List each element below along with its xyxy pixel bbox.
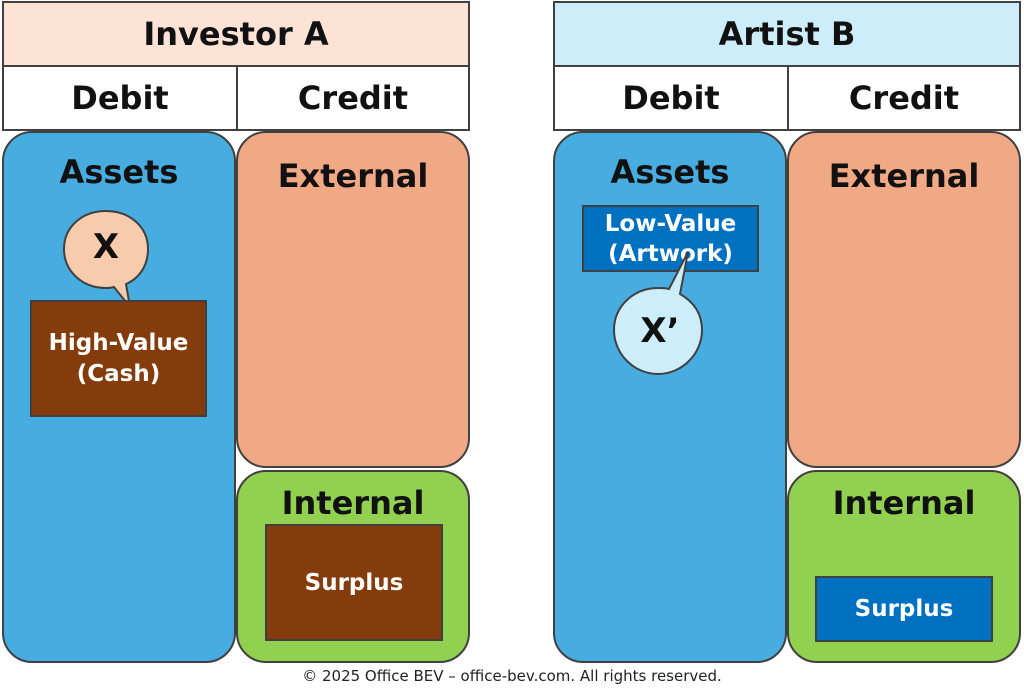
investor-a-internal-label: Internal	[281, 484, 425, 522]
investor-a-title: Investor A	[2, 1, 470, 67]
artist-b-external-box: External	[787, 131, 1021, 468]
investor-a-assets-label: Assets	[59, 153, 179, 191]
investor-a-debit-header: Debit	[2, 65, 238, 131]
high-value-line2: (Cash)	[76, 360, 161, 387]
investor-a-surplus: Surplus	[265, 524, 443, 641]
artist-b-assets-label: Assets	[610, 153, 730, 191]
low-value-line2: (Artwork)	[608, 240, 733, 267]
investor-a-credit-header: Credit	[236, 65, 470, 131]
investor-a-external-box: External	[236, 131, 470, 468]
artist-b-x-prime-label: X’	[640, 311, 680, 351]
artist-b-external-label: External	[828, 157, 980, 195]
artist-b-low-value-artwork: Low-Value (Artwork)	[582, 205, 759, 272]
artist-b-title: Artist B	[553, 1, 1021, 67]
artist-b-surplus: Surplus	[815, 576, 993, 642]
investor-a-external-label: External	[277, 157, 429, 195]
artist-b-internal-label: Internal	[832, 484, 976, 522]
investor-a-high-value-cash: High-Value (Cash)	[30, 300, 207, 417]
artist-b-credit-header: Credit	[787, 65, 1021, 131]
copyright-footer: © 2025 Office BEV – office-bev.com. All …	[302, 667, 722, 685]
investor-a-x-label: X	[92, 227, 120, 267]
artist-b-debit-header: Debit	[553, 65, 789, 131]
investor-a-x-bubble	[62, 209, 150, 308]
low-value-line1: Low-Value	[604, 210, 737, 237]
artist-b-x-prime-bubble	[612, 251, 704, 376]
high-value-line1: High-Value	[48, 329, 189, 356]
